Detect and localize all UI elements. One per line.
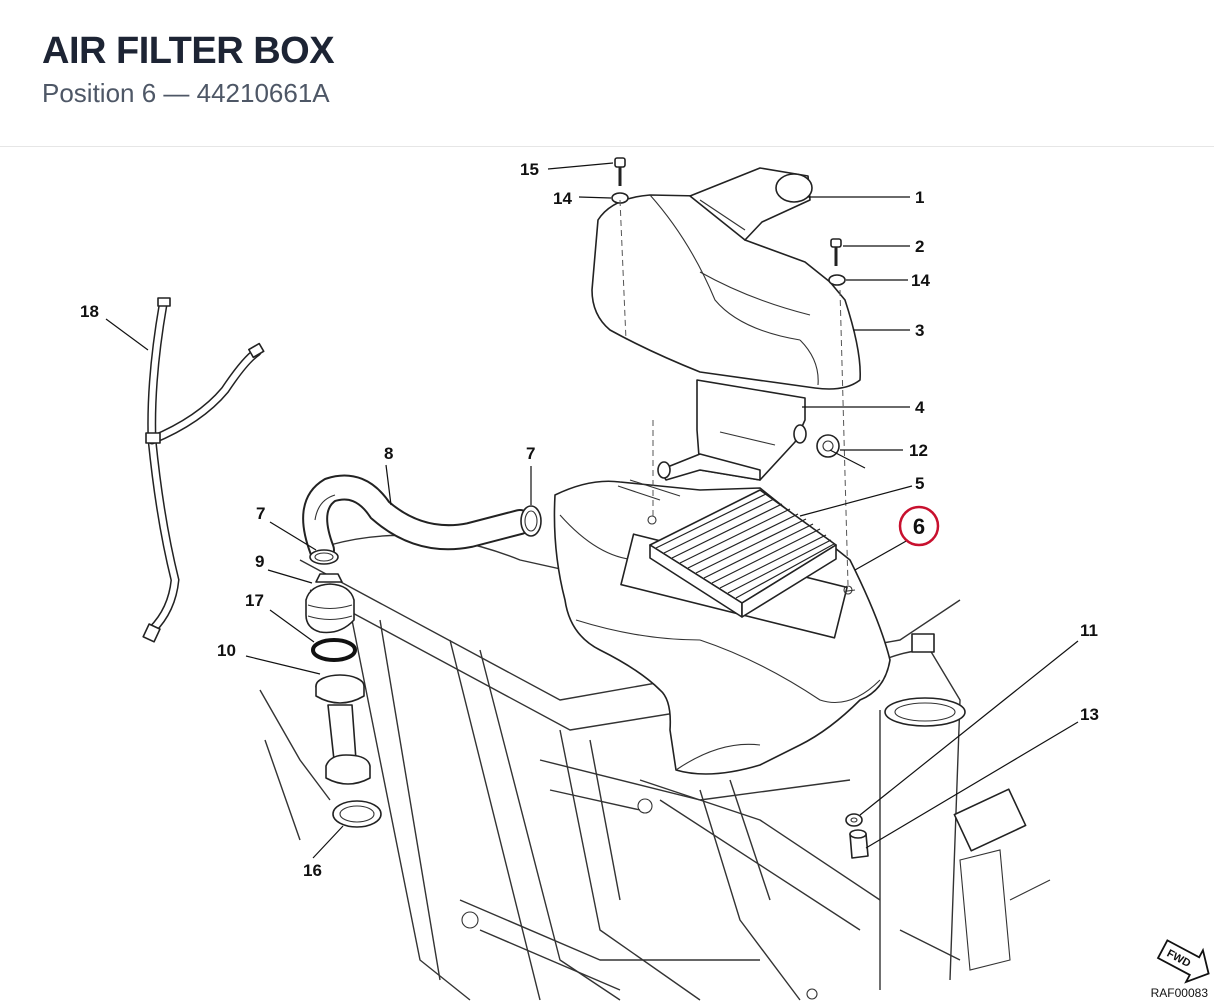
forward-direction-icon: FWD — [1156, 939, 1210, 984]
rubber-cap — [305, 573, 355, 634]
callout-9: 9 — [255, 552, 264, 571]
leader-lines — [105, 162, 1079, 859]
air-intake-hose — [302, 474, 533, 563]
callout-4: 4 — [915, 398, 925, 417]
exploded-parts-diagram: 15 14 1 2 14 3 4 12 5 8 7 18 7 9 17 10 1… — [80, 157, 1210, 1001]
callout-labels: 15 14 1 2 14 3 4 12 5 8 7 18 7 9 17 10 1… — [80, 160, 1099, 880]
callout-10: 10 — [217, 641, 236, 660]
rubber-grommet — [793, 424, 840, 458]
callout-2: 2 — [915, 237, 924, 256]
callout-11: 11 — [1080, 621, 1098, 640]
callout-15: 15 — [520, 160, 539, 179]
callout-7-right: 7 — [526, 444, 535, 463]
highlight-ring — [898, 505, 940, 547]
o-ring — [311, 638, 357, 662]
callout-13: 13 — [1080, 705, 1099, 724]
hose-clamp-left — [309, 549, 339, 565]
callout-3: 3 — [915, 321, 924, 340]
air-filter-element — [649, 489, 837, 618]
washer-lower — [845, 813, 863, 827]
callout-8: 8 — [384, 444, 393, 463]
intake-snorkel — [689, 167, 813, 241]
callout-16: 16 — [303, 861, 322, 880]
alignment-lines — [619, 199, 849, 586]
filler-pipe — [315, 674, 371, 785]
airbox-bracket — [657, 379, 806, 481]
drawing-reference-code: RAF00083 — [1151, 986, 1209, 1000]
highlighted-position-marker[interactable]: 6 — [898, 505, 940, 547]
airbox-cover — [591, 194, 862, 390]
screw-lower — [849, 829, 869, 859]
callout-12: 12 — [909, 441, 928, 460]
callout-6: 6 — [913, 514, 925, 539]
callout-14-right: 14 — [911, 271, 930, 290]
breather-hose — [142, 297, 265, 643]
callout-14-top: 14 — [553, 189, 572, 208]
callout-18: 18 — [80, 302, 99, 321]
callout-1: 1 — [915, 188, 924, 207]
washer-right — [828, 274, 846, 286]
screw-top — [614, 157, 626, 186]
callout-17: 17 — [245, 591, 264, 610]
callout-7-left: 7 — [256, 504, 265, 523]
callout-5: 5 — [915, 474, 924, 493]
hose-clamp-right — [520, 505, 542, 537]
page-header: AIR FILTER BOX Position 6 — 44210661A — [0, 0, 1214, 147]
page-title: AIR FILTER BOX — [42, 30, 335, 72]
sealing-ring — [332, 800, 382, 828]
screw-right — [830, 238, 842, 266]
page-subtitle: Position 6 — 44210661A — [42, 78, 330, 108]
